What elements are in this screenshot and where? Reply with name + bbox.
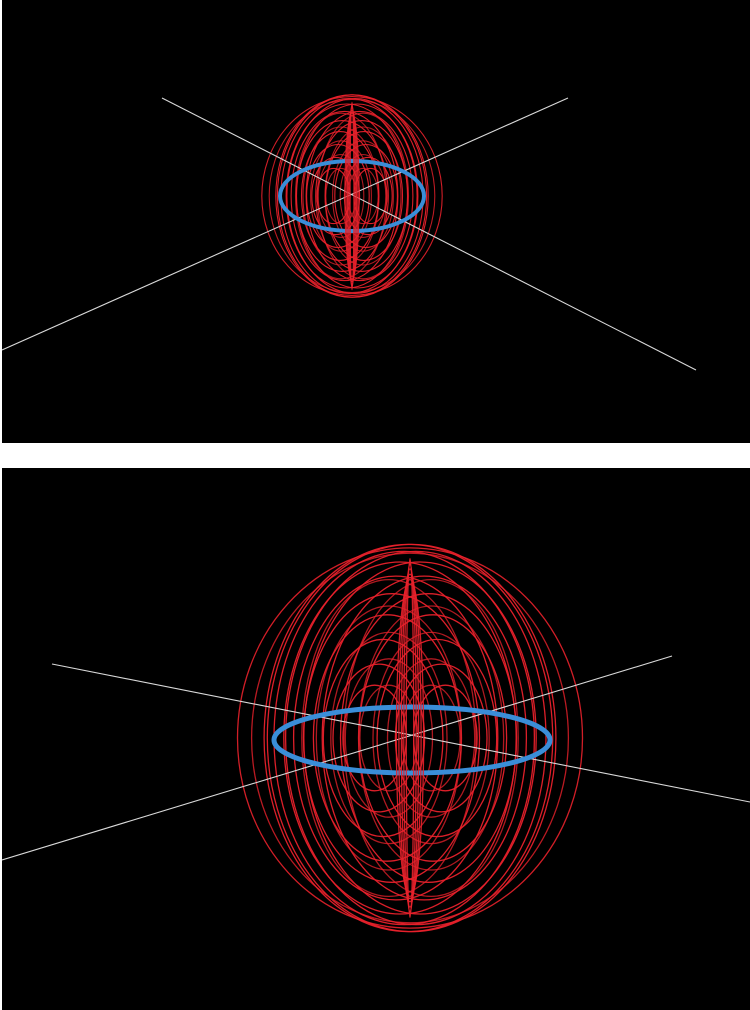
axes bbox=[2, 655, 750, 861]
current-loop bbox=[271, 704, 553, 776]
field-line bbox=[310, 140, 372, 252]
axis-line bbox=[2, 97, 569, 351]
field-lines bbox=[261, 94, 443, 298]
axes bbox=[2, 97, 697, 371]
field-line bbox=[332, 140, 394, 252]
field-lines-front bbox=[344, 101, 360, 291]
field-line bbox=[303, 561, 537, 915]
field-line bbox=[236, 547, 584, 929]
axis-line bbox=[161, 97, 697, 371]
field-line bbox=[400, 568, 420, 908]
bottom-panel bbox=[2, 468, 750, 1010]
field-line bbox=[316, 112, 410, 280]
field-line bbox=[405, 557, 415, 919]
field-line bbox=[349, 101, 355, 291]
axis-line bbox=[2, 655, 673, 861]
field-line bbox=[347, 167, 379, 225]
field-line bbox=[250, 552, 570, 924]
field-line bbox=[302, 593, 481, 883]
current-loop bbox=[278, 159, 426, 233]
field-line bbox=[386, 658, 476, 818]
field-line bbox=[324, 126, 402, 266]
field-line bbox=[261, 96, 443, 296]
field-lines-front bbox=[395, 557, 425, 919]
field-line bbox=[294, 112, 388, 280]
top-field-diagram bbox=[2, 94, 697, 371]
field-line bbox=[394, 663, 488, 813]
field-line bbox=[372, 631, 490, 845]
field-line bbox=[315, 605, 463, 871]
field-line bbox=[395, 578, 425, 898]
top-panel bbox=[2, 0, 750, 443]
field-line bbox=[301, 578, 477, 898]
field-line bbox=[292, 575, 499, 901]
field-line bbox=[346, 107, 358, 285]
field-line bbox=[330, 631, 448, 845]
field-line bbox=[266, 543, 557, 933]
field-line bbox=[302, 126, 380, 266]
field-line bbox=[321, 575, 528, 901]
field-line bbox=[284, 550, 547, 926]
field-line bbox=[268, 98, 436, 294]
field-line bbox=[305, 110, 414, 282]
field-line bbox=[348, 104, 356, 288]
field-lines bbox=[236, 543, 584, 933]
field-line bbox=[359, 684, 419, 792]
bottom-field-diagram bbox=[2, 543, 750, 933]
field-line bbox=[357, 605, 505, 871]
field-line bbox=[339, 593, 518, 883]
field-line bbox=[295, 103, 419, 289]
field-line bbox=[315, 120, 409, 272]
field-line bbox=[343, 578, 519, 898]
field-line bbox=[345, 109, 359, 283]
field-line bbox=[403, 563, 417, 913]
field-line bbox=[276, 94, 429, 298]
field-line bbox=[344, 112, 360, 280]
field-line bbox=[317, 154, 365, 238]
field-line bbox=[398, 573, 422, 903]
field-line bbox=[339, 154, 387, 238]
field-line bbox=[344, 658, 434, 818]
field-line bbox=[263, 543, 554, 933]
